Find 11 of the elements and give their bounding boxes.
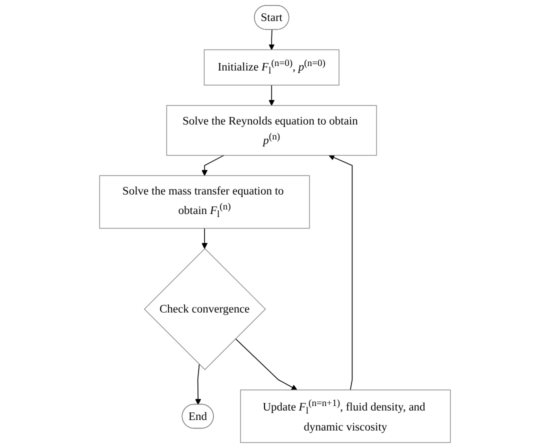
arrow [328,154,353,390]
arrow [268,84,275,106]
arrow [202,154,224,176]
arrow [202,228,208,249]
arrow [268,29,275,50]
arrow [235,338,298,390]
node-diamond: Check convergence [144,248,266,370]
arrow [195,364,202,405]
node-box: Initialize F$_{l}$$^{(n=0)}$, p$^{(n=0)}$ [204,49,340,86]
node-box: Solve the Reynolds equation to obtain p$^{(n)}$ [166,105,377,156]
node-box: Update F$_{l}$$^{(n=n+1)}$, fluid density, and dynamic viscosity [240,390,451,443]
